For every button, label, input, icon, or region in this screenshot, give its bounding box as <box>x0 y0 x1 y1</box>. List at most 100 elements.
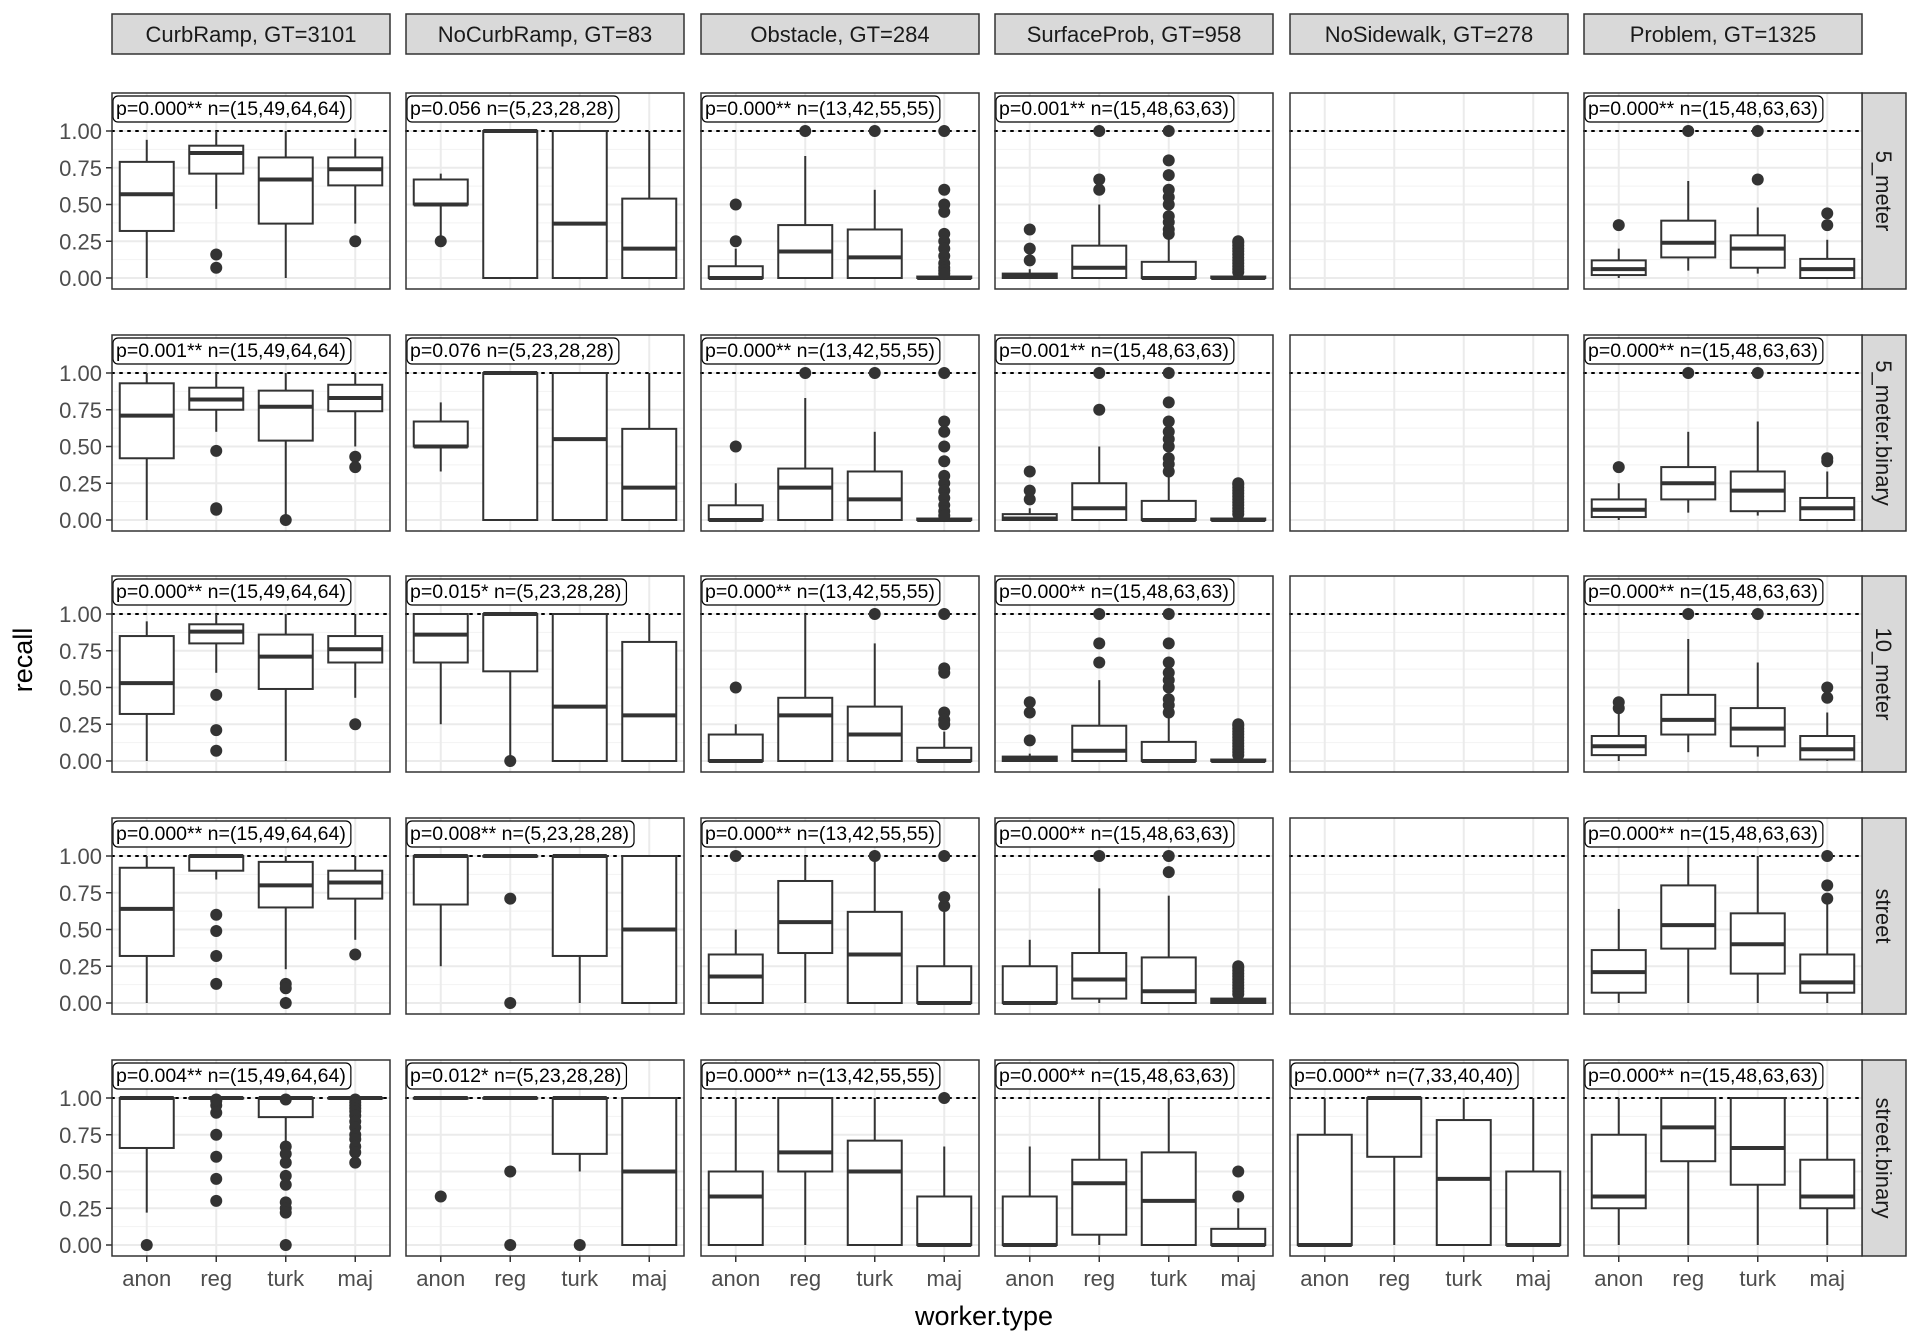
box-reg <box>482 1096 539 1251</box>
box-body <box>551 613 608 762</box>
box-reg <box>1660 608 1717 753</box>
x-axis-title: worker.type <box>914 1301 1053 1331</box>
outlier-point <box>279 514 292 526</box>
box-body <box>621 640 678 762</box>
outlier-point <box>938 440 951 453</box>
test-annotation: p=0.000** n=(13,42,55,55) <box>705 1065 935 1087</box>
box-anon <box>1001 465 1058 521</box>
annotation-box <box>1584 95 1824 123</box>
annotation-box <box>995 95 1235 123</box>
panel-background <box>995 93 1273 289</box>
box-anon <box>412 854 469 967</box>
y-axis: 0.000.250.500.751.000.000.250.500.751.00… <box>59 119 112 1258</box>
panel-background <box>995 335 1273 531</box>
panel: p=0.000** n=(15,49,64,64) <box>111 92 391 290</box>
annotation-box <box>406 95 620 123</box>
outlier-point <box>938 183 951 196</box>
box-body <box>1140 956 1197 1004</box>
box-reg <box>777 125 834 279</box>
x-tick-label: turk <box>856 1266 894 1291</box>
box-anon <box>412 402 469 472</box>
outlier-point <box>1821 681 1834 694</box>
x-tick-label: reg <box>494 1266 526 1291</box>
box-body <box>1799 1158 1856 1210</box>
outlier-point <box>938 455 951 468</box>
panel: p=0.000** n=(15,48,63,63) <box>1583 575 1863 773</box>
panel-background <box>701 93 979 289</box>
box-turk <box>551 372 608 521</box>
outlier-point <box>1162 637 1175 650</box>
column-strip-label: CurbRamp, GT=3101 <box>146 22 357 47</box>
box-turk <box>1435 1098 1492 1247</box>
x-tick-label: turk <box>561 1266 599 1291</box>
outlier-point <box>1821 691 1834 704</box>
y-tick-label: 0.50 <box>59 435 102 460</box>
annotation-box <box>406 337 620 365</box>
test-annotation: p=0.056 n=(5,23,28,28) <box>410 98 614 120</box>
column-strip <box>1583 13 1863 55</box>
annotation-box <box>995 578 1235 606</box>
y-tick-label: 0.00 <box>59 508 102 533</box>
box-body <box>916 965 973 1004</box>
outlier-point <box>799 367 812 379</box>
panel-border <box>405 92 685 290</box>
outlier-point <box>279 982 292 995</box>
x-tick-label: anon <box>122 1266 171 1291</box>
outlier-point <box>729 681 742 694</box>
outlier-point <box>938 367 951 379</box>
annotation-box <box>1584 337 1824 365</box>
box-body <box>1071 482 1128 521</box>
x-tick-label: maj <box>1810 1266 1845 1291</box>
outlier-point <box>210 1128 223 1141</box>
panel-border <box>994 334 1274 532</box>
outlier-point <box>1751 608 1764 620</box>
box-body <box>327 869 384 900</box>
panel: p=0.000** n=(13,42,55,55) <box>700 334 980 532</box>
outlier-point <box>938 205 951 218</box>
annotation-box <box>1290 1062 1519 1090</box>
box-reg <box>777 1097 834 1245</box>
column-strip-label: Obstacle, GT=284 <box>750 22 929 47</box>
box-body <box>118 866 175 957</box>
box-body <box>846 1139 903 1247</box>
panel-background <box>1290 576 1568 772</box>
box-reg <box>482 854 539 1009</box>
x-tick-label: reg <box>1672 1266 1704 1291</box>
outlier-point <box>1093 656 1106 669</box>
outlier-point <box>1751 367 1764 379</box>
outlier-point <box>729 235 742 248</box>
outlier-point <box>1162 210 1175 223</box>
panel: p=0.000** n=(15,49,64,64) <box>111 575 391 773</box>
outlier-point <box>279 997 292 1009</box>
box-reg <box>1071 850 1128 1003</box>
box-turk <box>257 856 314 1009</box>
panel: p=0.001** n=(15,48,63,63) <box>994 334 1274 532</box>
annotation-box <box>701 578 941 606</box>
box-maj <box>327 1093 384 1169</box>
outlier-point <box>1162 154 1175 167</box>
box-turk <box>551 854 608 1003</box>
box-anon <box>707 440 764 522</box>
panel-border <box>1583 817 1863 1015</box>
x-tick-label: turk <box>267 1266 305 1291</box>
outlier-point <box>1821 850 1834 862</box>
box-maj <box>1210 477 1267 522</box>
box-maj <box>1799 1098 1856 1245</box>
outlier-point <box>1023 696 1036 709</box>
outlier-point <box>1751 173 1764 186</box>
outlier-point <box>938 509 951 522</box>
y-axis-title: recall <box>8 628 38 693</box>
y-tick-label: 0.25 <box>59 229 102 254</box>
box-anon <box>1001 1146 1058 1247</box>
box-maj <box>1210 1165 1267 1247</box>
panel-border <box>111 1059 391 1257</box>
outlier-point <box>504 997 517 1009</box>
panel-background <box>995 576 1273 772</box>
box-maj <box>1210 960 1267 1005</box>
box-body <box>777 467 834 521</box>
box-body <box>118 382 175 460</box>
panel-background <box>112 1060 390 1256</box>
box-turk <box>257 614 314 761</box>
outlier-point <box>938 415 951 428</box>
box-maj <box>621 614 678 762</box>
